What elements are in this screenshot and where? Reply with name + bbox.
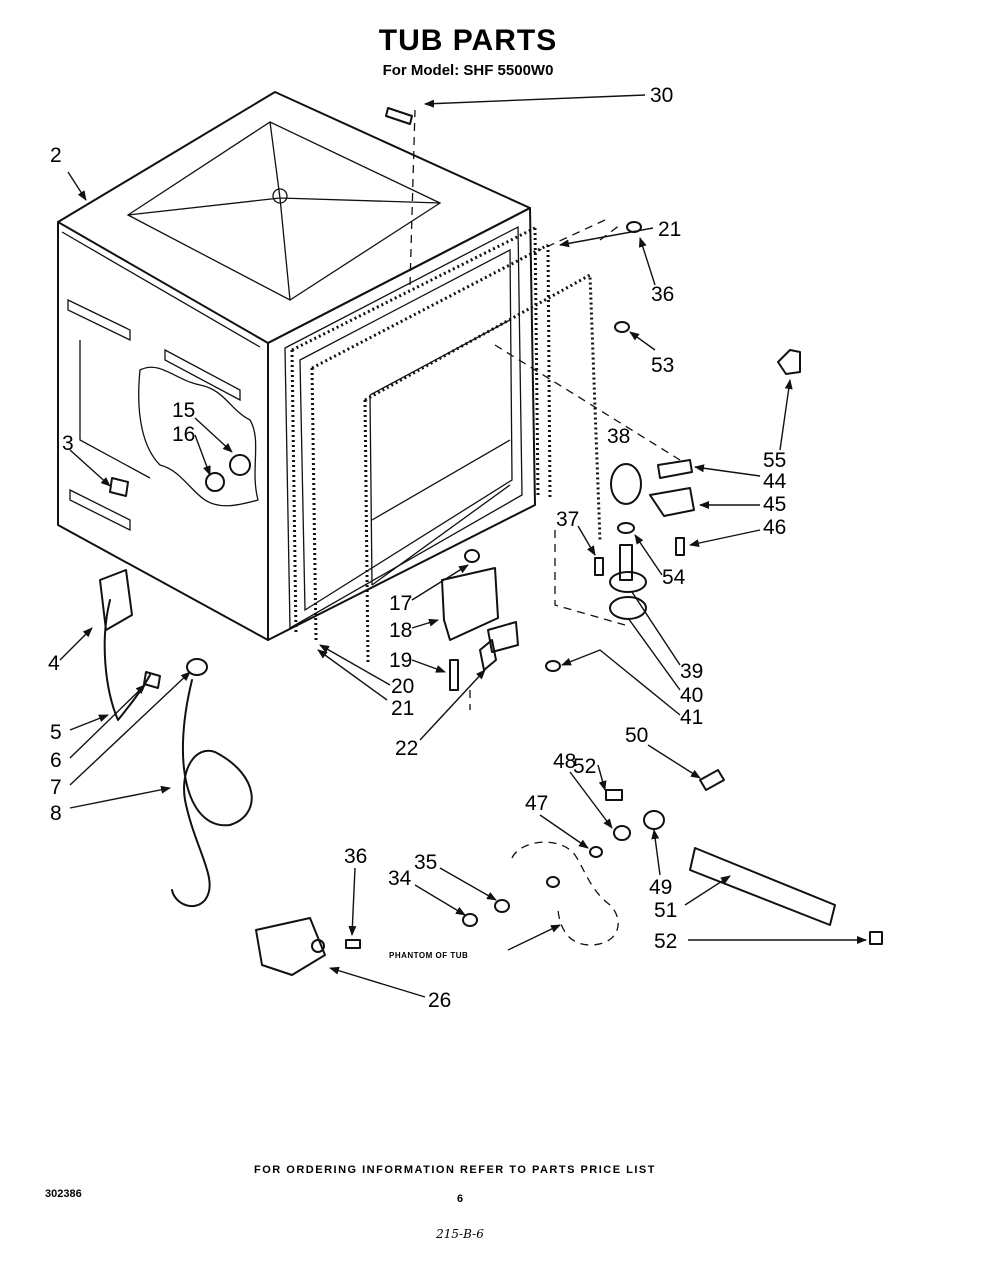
callout-numbers: 30 2 21 36 53 55 15 16 38 44 3 45 46 37 … (48, 84, 787, 1012)
callout-2: 2 (50, 144, 62, 167)
callout-47: 47 (525, 792, 548, 815)
phantom-of-tub-label: PHANTOM OF TUB (389, 951, 468, 960)
leader-lines (59, 94, 867, 998)
callout-40: 40 (680, 684, 703, 707)
callout-3: 3 (62, 432, 74, 455)
callout-26: 26 (428, 989, 451, 1012)
callout-39: 39 (680, 660, 703, 683)
callout-36-lower: 36 (344, 845, 367, 868)
callout-50: 50 (625, 724, 648, 747)
callout-16: 16 (172, 423, 195, 446)
small-parts (99, 107, 883, 976)
callout-6: 6 (50, 749, 62, 772)
callout-21: 21 (658, 218, 681, 241)
callout-52-lower: 52 (654, 930, 677, 953)
callout-19: 19 (389, 649, 412, 672)
callout-35: 35 (414, 851, 437, 874)
callout-4: 4 (48, 652, 60, 675)
callout-48: 48 (553, 750, 576, 773)
ordering-info-note: FOR ORDERING INFORMATION REFER TO PARTS … (254, 1164, 656, 1176)
callout-37: 37 (556, 508, 579, 531)
page-number: 6 (457, 1193, 463, 1205)
callout-8: 8 (50, 802, 62, 825)
assembly-guide-lines (409, 109, 681, 710)
callout-7: 7 (50, 776, 62, 799)
callout-30: 30 (650, 84, 673, 107)
callout-15: 15 (172, 399, 195, 422)
callout-46: 46 (763, 516, 786, 539)
callout-17: 17 (389, 592, 412, 615)
callout-45: 45 (763, 493, 786, 516)
diagram-title: TUB PARTS (379, 24, 557, 57)
handwritten-note: 215-B-6 (435, 1227, 484, 1241)
callout-52: 52 (573, 755, 596, 778)
callout-38: 38 (607, 425, 630, 448)
callout-53: 53 (651, 354, 674, 377)
callout-51: 51 (654, 899, 677, 922)
callout-5: 5 (50, 721, 62, 744)
callout-49: 49 (649, 876, 672, 899)
document-number: 302386 (45, 1188, 82, 1200)
callout-54: 54 (662, 566, 686, 589)
callout-22: 22 (395, 737, 418, 760)
door-gasket (290, 226, 602, 663)
callout-36: 36 (651, 283, 674, 306)
callout-20: 20 (391, 675, 414, 698)
callout-41: 41 (680, 706, 703, 729)
model-subtitle: For Model: SHF 5500W0 (383, 62, 554, 79)
callout-34: 34 (388, 867, 412, 890)
callout-44: 44 (763, 470, 787, 493)
callout-21-lower: 21 (391, 697, 414, 720)
callout-18: 18 (389, 619, 412, 642)
tub-body (57, 91, 536, 641)
callout-55: 55 (763, 449, 786, 472)
